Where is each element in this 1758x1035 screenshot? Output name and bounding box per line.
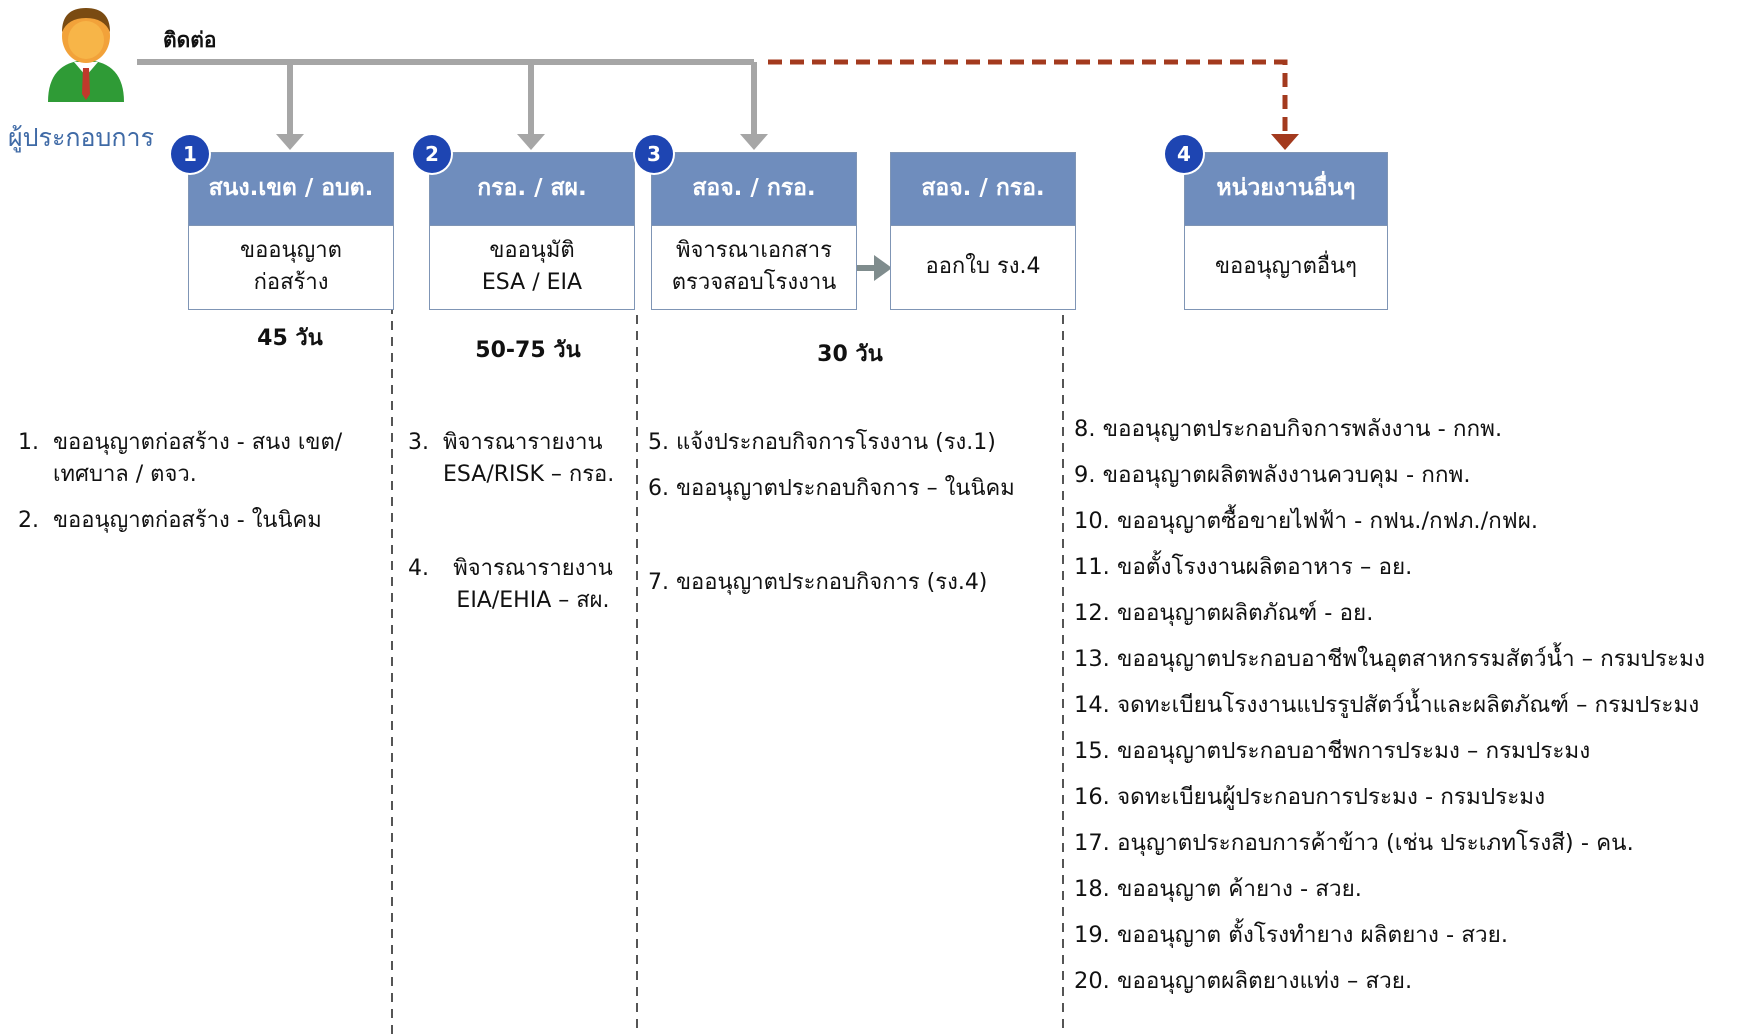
stage-1-title: สนง.เขต / อบต. bbox=[189, 153, 393, 226]
stage-1-body: ขออนุญาต ก่อสร้าง bbox=[240, 238, 342, 295]
list-item: 4. พิจารณารายงาน EIA/EHIA – สผ. bbox=[408, 555, 613, 613]
list-item: 2. ขออนุญาตก่อสร้าง - ในนิคม bbox=[18, 507, 322, 533]
dashed-arrow-stage-4 bbox=[768, 59, 1288, 136]
stage-1-box: สนง.เขต / อบต. ขออนุญาต ก่อสร้าง bbox=[188, 152, 394, 310]
stage-2-box: กรอ. / สผ. ขออนุมัติ ESA / EIA bbox=[429, 152, 635, 310]
list-item: 3. พิจารณารายงาน ESA/RISK – กรอ. bbox=[408, 430, 615, 487]
stage-4-body: ขออนุญาตอื่นๆ bbox=[1215, 254, 1357, 280]
arrowhead-stage-3 bbox=[740, 134, 768, 150]
stage-3-badge: 3 bbox=[635, 135, 673, 173]
list-item: 11. ขอตั้งโรงงานผลิตอาหาร – อย. bbox=[1074, 554, 1413, 580]
stage-2-badge: 2 bbox=[413, 135, 451, 173]
stage-3b-box: สอจ. / กรอ. ออกใบ รง.4 bbox=[890, 152, 1076, 310]
list-item: 1. ขออนุญาตก่อสร้าง - สนง เขต/เทศบาล / ต… bbox=[18, 430, 343, 487]
operator-avatar-icon bbox=[48, 8, 124, 102]
stage-4-badge: 4 bbox=[1165, 135, 1203, 173]
stage-4-box: หน่วยงานอื่นๆ ขออนุญาตอื่นๆ bbox=[1184, 152, 1388, 310]
list-item: 17. อนุญาตประกอบการค้าข้าว (เช่น ประเภทโ… bbox=[1074, 830, 1634, 856]
permit-list-column-3: 5. แจ้งประกอบกิจการโรงงาน (รง.1) 6. ขออน… bbox=[648, 427, 1062, 599]
stage-4-title: หน่วยงานอื่นๆ bbox=[1185, 153, 1387, 226]
duration-stage-2: 50-75 วัน bbox=[475, 338, 581, 363]
list-item: 6. ขออนุญาตประกอบกิจการ – ในนิคม bbox=[648, 475, 1015, 501]
list-item: 19. ขออนุญาต ตั้งโรงทำยาง ผลิตยาง - สวย. bbox=[1074, 922, 1509, 948]
stage-3b-body: ออกใบ รง.4 bbox=[925, 254, 1041, 280]
stage-1-badge: 1 bbox=[171, 135, 209, 173]
duration-stage-1: 45 วัน bbox=[257, 326, 323, 351]
arrowhead-3a-to-3b bbox=[874, 255, 892, 281]
arrowhead-stage-4 bbox=[1271, 134, 1299, 150]
list-item: 18. ขออนุญาต ค้ายาง - สวย. bbox=[1074, 876, 1362, 902]
list-item: 20. ขออนุญาตผลิตยางแท่ง – สวย. bbox=[1074, 968, 1413, 994]
list-item: 9. ขออนุญาตผลิตพลังงานควบคุม - กกพ. bbox=[1074, 462, 1471, 488]
contact-label: ติดต่อ bbox=[163, 28, 217, 52]
stage-2-body: ขออนุมัติ ESA / EIA bbox=[481, 238, 583, 295]
stage-2-title: กรอ. / สผ. bbox=[430, 153, 634, 226]
stage-3b-title: สอจ. / กรอ. bbox=[891, 153, 1075, 226]
list-item: 8. ขออนุญาตประกอบกิจการพลังงาน - กกพ. bbox=[1074, 416, 1503, 442]
list-item: 7. ขออนุญาตประกอบกิจการ (รง.4) bbox=[648, 569, 988, 595]
list-item: 5. แจ้งประกอบกิจการโรงงาน (รง.1) bbox=[648, 430, 996, 455]
duration-stage-3: 30 วัน bbox=[817, 342, 883, 367]
arrowhead-stage-2 bbox=[517, 134, 545, 150]
list-item: 12. ขออนุญาตผลิตภัณฑ์ - อย. bbox=[1074, 600, 1374, 626]
stage-3-box: สอจ. / กรอ. พิจารณาเอกสาร ตรวจสอบโรงงาน bbox=[651, 152, 857, 310]
stage-3-title: สอจ. / กรอ. bbox=[652, 153, 856, 226]
list-item: 10. ขออนุญาตซื้อขายไฟฟ้า - กฟน./กฟภ./กฟผ… bbox=[1074, 508, 1539, 534]
permit-list-column-2: 3. พิจารณารายงาน ESA/RISK – กรอ. 4. พิจา… bbox=[408, 427, 630, 617]
operator-label: ผู้ประกอบการ bbox=[8, 123, 154, 152]
arrowhead-stage-1 bbox=[276, 134, 304, 150]
permit-list-column-4: 8. ขออนุญาตประกอบกิจการพลังงาน - กกพ. 9. … bbox=[1074, 414, 1758, 1012]
stage-3-body: พิจารณาเอกสาร ตรวจสอบโรงงาน bbox=[671, 238, 837, 295]
list-item: 15. ขออนุญาตประกอบอาชีพการประมง – กรมประ… bbox=[1074, 738, 1591, 764]
list-item: 14. จดทะเบียนโรงงานแปรรูปสัตว์น้ำและผลิต… bbox=[1074, 692, 1700, 718]
permit-list-column-1: 1. ขออนุญาตก่อสร้าง - สนง เขต/เทศบาล / ต… bbox=[18, 427, 363, 537]
list-item: 13. ขออนุญาตประกอบอาชีพในอุตสาหกรรมสัตว์… bbox=[1074, 646, 1705, 672]
list-item: 16. จดทะเบียนผู้ประกอบการประมง - กรมประม… bbox=[1074, 784, 1546, 810]
